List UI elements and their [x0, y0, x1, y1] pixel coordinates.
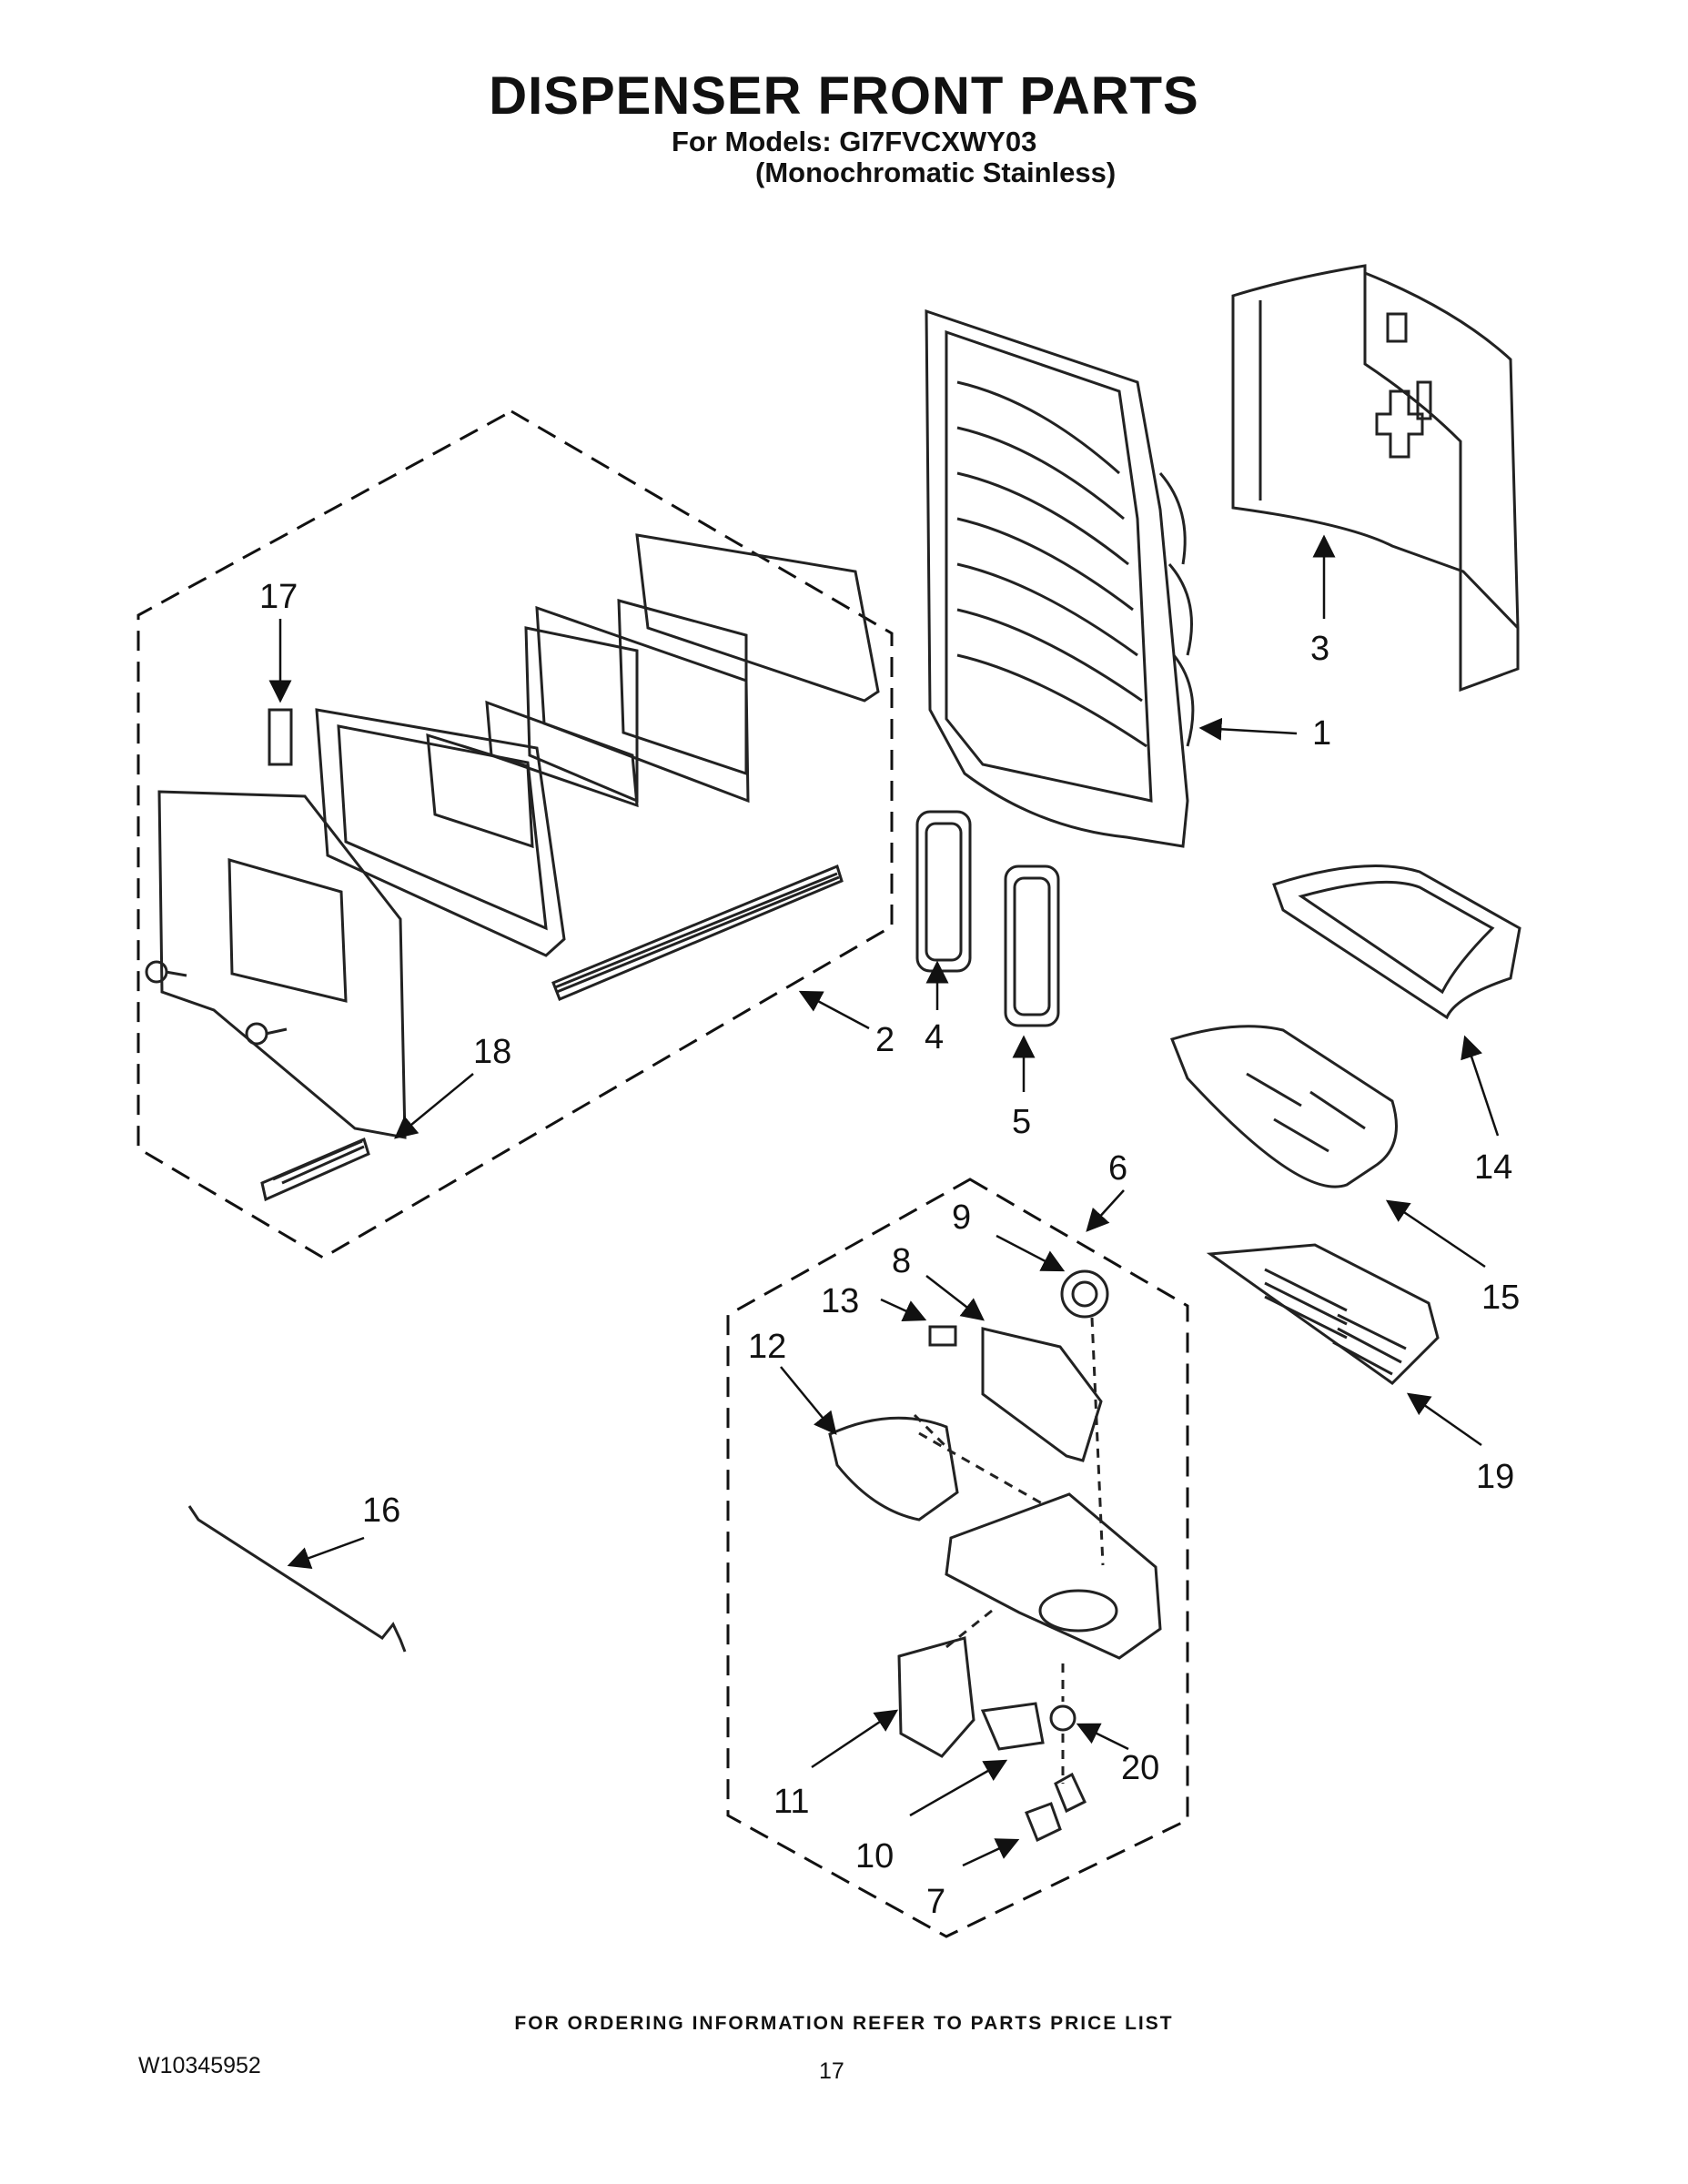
pad-part-4: [915, 810, 972, 973]
control-panel-parts: [145, 533, 880, 1202]
callout-3: 3: [1310, 630, 1329, 668]
callout-2: 2: [875, 1021, 895, 1059]
callout-20: 20: [1121, 1749, 1159, 1787]
callout-11: 11: [773, 1783, 809, 1821]
callout-12: 12: [748, 1328, 786, 1366]
drip-grille-part: [1206, 1243, 1440, 1385]
pad-part-5: [1004, 864, 1060, 1027]
variant-line: (Monochromatic Stainless): [755, 157, 1117, 188]
callout-7: 7: [926, 1883, 945, 1921]
dispenser-housing-parts: [828, 1269, 1162, 1843]
leader-15: [1385, 1199, 1486, 1269]
callout-14: 14: [1474, 1148, 1512, 1187]
wire-part: [187, 1505, 407, 1653]
callout-17: 17: [259, 578, 298, 616]
leader-6: [1086, 1189, 1125, 1232]
leader-9: [996, 1234, 1066, 1272]
dispenser-shell-part: [1231, 264, 1520, 693]
callout-19: 19: [1476, 1458, 1514, 1496]
callout-4: 4: [925, 1018, 944, 1057]
leader-19: [1406, 1392, 1482, 1447]
leader-1: [1198, 717, 1298, 741]
group-boundary-panel-assembly: [136, 410, 894, 1259]
leader-2: [798, 990, 870, 1030]
ordering-note: FOR ORDERING INFORMATION REFER TO PARTS …: [514, 2013, 1174, 2034]
leader-20: [1076, 1723, 1129, 1751]
dispenser-frame-part: [925, 308, 1195, 848]
group-boundary-dispenser-housing: [726, 1178, 1189, 1938]
leader-10: [909, 1759, 1008, 1817]
callout-16: 16: [362, 1491, 400, 1530]
callout-6: 6: [1108, 1149, 1127, 1188]
callout-13: 13: [821, 1282, 859, 1320]
models-line: For Models: GI7FVCXWY03: [672, 126, 1037, 157]
leader-13: [880, 1298, 927, 1321]
page-number: 17: [819, 2058, 844, 2084]
callout-10: 10: [855, 1837, 894, 1876]
callout-9: 9: [952, 1198, 971, 1237]
leader-7: [962, 1838, 1020, 1867]
document-number: W10345952: [138, 2053, 261, 2078]
callout-1: 1: [1312, 714, 1331, 753]
callout-8: 8: [892, 1242, 911, 1280]
leader-8: [925, 1275, 985, 1321]
leader-18: [394, 1073, 474, 1139]
callout-18: 18: [473, 1033, 511, 1071]
callout-15: 15: [1481, 1279, 1520, 1317]
leader-14: [1461, 1035, 1500, 1137]
leader-11: [811, 1709, 899, 1769]
leader-12: [780, 1366, 837, 1435]
tray-surround-part: [1272, 864, 1521, 1020]
page-title: DISPENSER FRONT PARTS: [489, 66, 1199, 126]
drip-tray-part: [1170, 1025, 1398, 1188]
leader-16: [287, 1536, 365, 1570]
callout-5: 5: [1012, 1103, 1031, 1141]
